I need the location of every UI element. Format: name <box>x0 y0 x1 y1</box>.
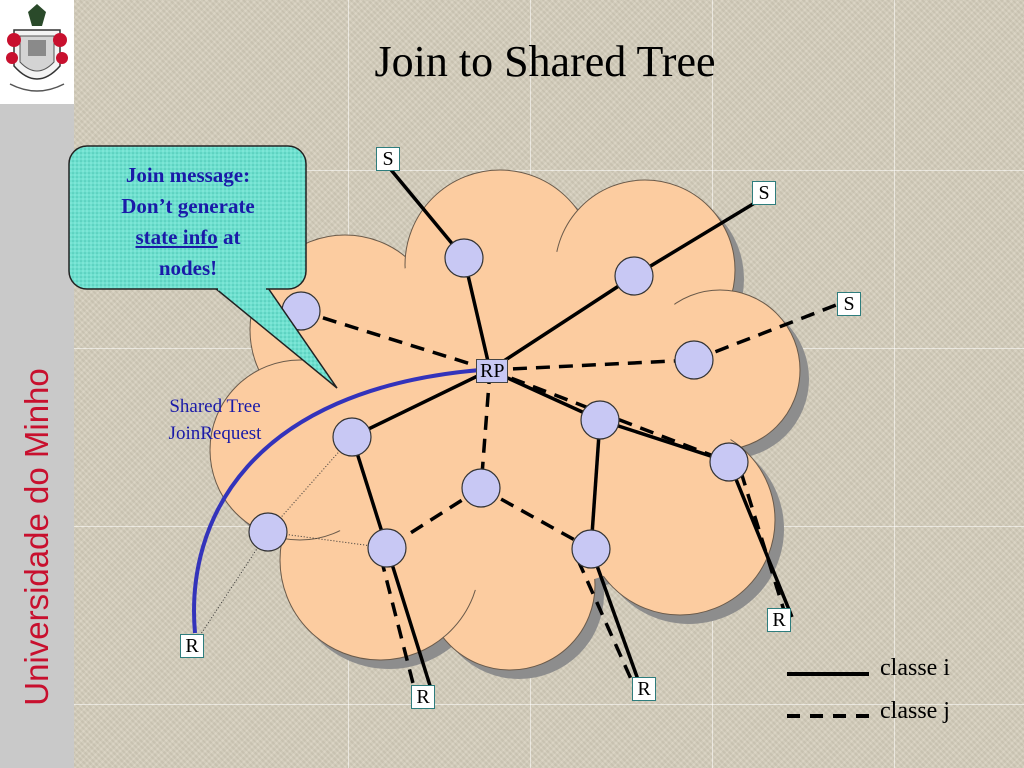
router-node <box>332 417 372 457</box>
cloud-core <box>288 248 732 592</box>
router-node <box>614 256 654 296</box>
source-label: S <box>376 147 400 171</box>
dotted-links <box>196 436 388 641</box>
receiver-label: R <box>411 685 435 709</box>
router-node <box>709 442 749 482</box>
university-crest-logo <box>0 0 74 104</box>
router-node <box>367 528 407 568</box>
sidebar: Universidade do Minho <box>0 104 74 768</box>
shared-tree-label: Shared Tree JoinRequest <box>140 393 290 447</box>
slide-title: Join to Shared Tree <box>374 37 716 86</box>
legend-solid-label: classe i <box>880 655 950 681</box>
join-request-path <box>192 368 481 634</box>
router-node <box>248 512 288 552</box>
callout-text: Join message: Don’t generate state info … <box>90 160 286 284</box>
router-node <box>571 529 611 569</box>
router-node <box>444 238 484 278</box>
callout-bubble <box>68 145 338 389</box>
legend-dashed-label: classe j <box>880 698 950 724</box>
source-label: S <box>752 181 776 205</box>
router-node <box>461 468 501 508</box>
callout-line-3: at <box>217 225 241 249</box>
rp-node-label: RP <box>476 359 509 383</box>
receiver-label: R <box>180 634 204 658</box>
callout-link: state info <box>135 225 218 249</box>
router-node <box>580 400 620 440</box>
callout-line-2: Don’t generate <box>121 194 255 218</box>
receiver-label: R <box>632 677 656 701</box>
router-node <box>674 340 714 380</box>
receiver-label: R <box>767 608 791 632</box>
callout-line-4: nodes! <box>158 256 218 280</box>
source-label: S <box>837 292 861 316</box>
tree-label-line-2: JoinRequest <box>168 423 262 444</box>
tree-label-line-1: Shared Tree <box>169 396 261 417</box>
callout-line-1: Join message: <box>125 163 251 187</box>
